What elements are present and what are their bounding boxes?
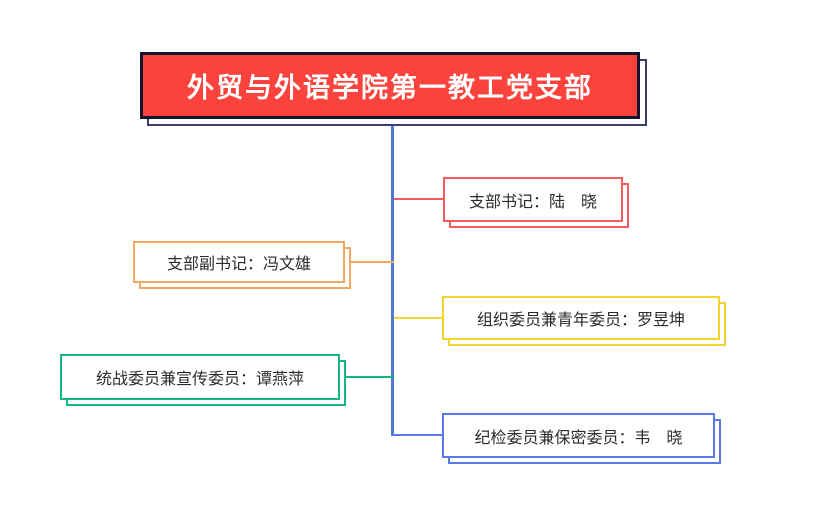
connector-organization-member	[394, 317, 442, 319]
root-node-title: 外贸与外语学院第一教工党支部	[187, 73, 593, 103]
node-united-front-member-label: 统战委员兼宣传委员：谭燕萍	[95, 371, 304, 388]
node-discipline-member-box: 纪检委员兼保密委员：韦 晓	[442, 413, 715, 458]
node-branch-secretary-label: 支部书记：陆 晓	[468, 193, 597, 211]
connector-branch-secretary	[394, 198, 443, 200]
node-branch-secretary[interactable]: 支部书记：陆 晓	[443, 177, 629, 228]
root-node[interactable]: 外贸与外语学院第一教工党支部	[140, 52, 647, 126]
connector-discipline-member	[391, 434, 443, 436]
node-organization-member-label: 组织委员兼青年委员：罗昱坤	[476, 312, 685, 329]
node-branch-secretary-box: 支部书记：陆 晓	[443, 177, 623, 222]
root-node-box: 外贸与外语学院第一教工党支部	[140, 52, 640, 119]
node-discipline-member[interactable]: 纪检委员兼保密委员：韦 晓	[442, 413, 721, 464]
node-united-front-member[interactable]: 统战委员兼宣传委员：谭燕萍	[60, 354, 346, 406]
node-organization-member[interactable]: 组织委员兼青年委员：罗昱坤	[442, 296, 726, 346]
node-deputy-secretary-box: 支部副书记：冯文雄	[133, 241, 345, 283]
connector-united-front-member	[340, 376, 394, 378]
trunk-line	[391, 125, 394, 436]
node-deputy-secretary[interactable]: 支部副书记：冯文雄	[133, 241, 351, 289]
connector-deputy-secretary	[345, 261, 394, 263]
node-discipline-member-label: 纪检委员兼保密委员：韦 晓	[474, 429, 683, 447]
node-organization-member-box: 组织委员兼青年委员：罗昱坤	[442, 296, 720, 340]
node-deputy-secretary-label: 支部副书记：冯文雄	[166, 256, 311, 273]
node-united-front-member-box: 统战委员兼宣传委员：谭燕萍	[60, 354, 340, 400]
